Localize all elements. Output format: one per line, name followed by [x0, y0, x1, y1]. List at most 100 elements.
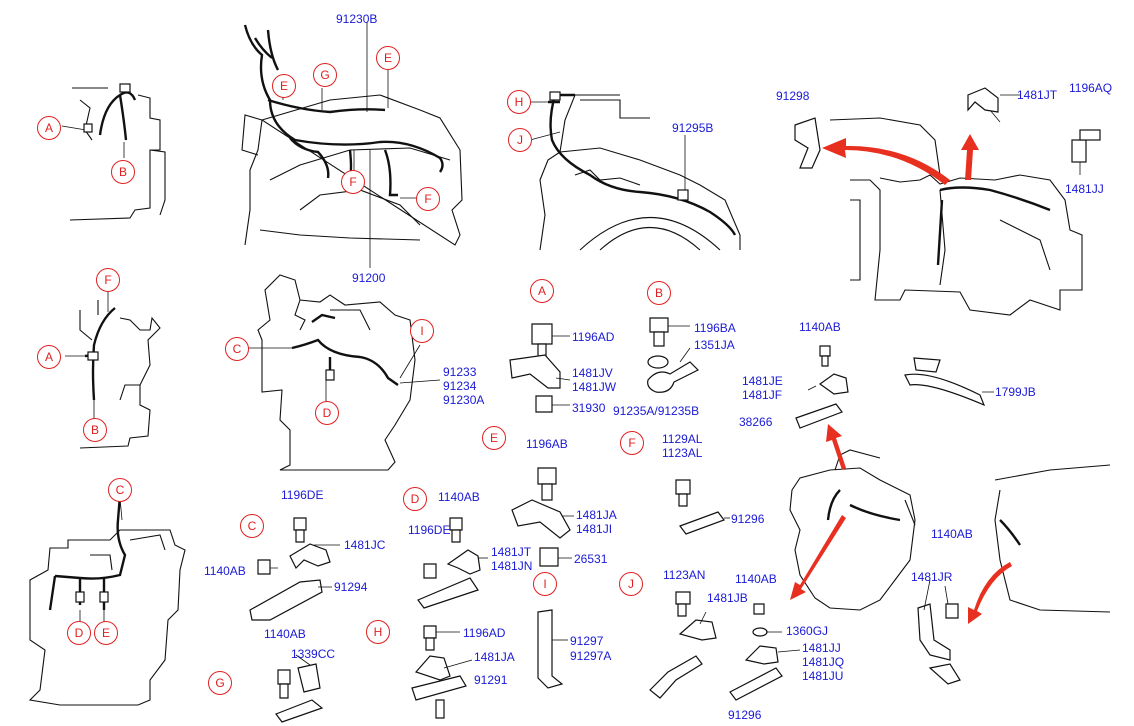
part-number-1129al: 1129AL — [662, 432, 703, 446]
part-number-1123al: 1123AL — [662, 446, 703, 460]
part-number-91297a: 91297A — [570, 649, 612, 663]
part-number-91233: 91233 — [443, 365, 477, 379]
part-number-31930: 31930 — [572, 401, 606, 415]
part-number-26531: 26531 — [574, 552, 608, 566]
part-number-1481ja: 1481JA — [474, 650, 515, 664]
engine-outline-left-bottom — [28, 494, 186, 706]
parts-group-c — [249, 517, 340, 621]
part-number-91296: 91296 — [728, 708, 762, 722]
parts-group-e — [511, 467, 574, 567]
parts-group-b — [647, 317, 700, 393]
parts-group-h — [411, 625, 473, 719]
part-number-1481je: 1481JE — [742, 374, 783, 388]
part-number-1140ab: 1140AB — [735, 572, 777, 586]
callout-e: E — [272, 74, 296, 98]
part-number-91230b: 91230B — [336, 12, 378, 26]
part-number-1481ja: 1481JA — [576, 508, 617, 522]
arrow-down-j — [790, 515, 846, 600]
arrow-up-right-mid — [826, 424, 846, 470]
part-number-1196ba: 1196BA — [694, 321, 736, 335]
part-number-91297: 91297 — [570, 634, 604, 648]
part-number-91235a-91235b: 91235A/91235B — [613, 404, 700, 418]
engine-outline-center-mid — [248, 274, 441, 471]
parts-group-a — [509, 323, 571, 413]
part-number-1196ad: 1196AD — [572, 330, 615, 344]
part-number-1351ja: 1351JA — [694, 338, 735, 352]
engine-outline-left-top — [61, 83, 166, 221]
callout-h: H — [507, 90, 531, 114]
callout-g: G — [313, 63, 337, 87]
callout-d: D — [315, 401, 339, 425]
callout-key-g: G — [208, 671, 232, 695]
parts-group-d — [417, 517, 488, 609]
part-number-1481jn: 1481JN — [491, 559, 533, 573]
callout-d: D — [67, 621, 91, 645]
engine-outline-top-right — [529, 91, 741, 251]
parts-group-right-mid — [795, 345, 994, 429]
part-number-1196ad: 1196AD — [463, 626, 506, 640]
part-number-91296: 91296 — [731, 512, 765, 526]
callout-f: F — [416, 187, 440, 211]
part-number-91295b: 91295B — [672, 121, 714, 135]
parts-group-g — [275, 654, 324, 723]
part-number-1140ab: 1140AB — [204, 564, 246, 578]
pointer-arrows — [790, 134, 1012, 624]
callout-f: F — [341, 170, 365, 194]
callout-b: B — [111, 160, 135, 184]
part-number-1481jf: 1481JF — [742, 388, 783, 402]
parts-group-bottom-right — [917, 579, 961, 685]
part-number-91298: 91298 — [776, 89, 810, 103]
part-number-91234: 91234 — [443, 379, 477, 393]
callout-c: C — [225, 337, 249, 361]
part-number-1481jj: 1481JJ — [1065, 182, 1104, 196]
part-number-1481jc: 1481JC — [344, 538, 386, 552]
part-number-1481ji: 1481JI — [576, 522, 613, 536]
callout-b: B — [83, 418, 107, 442]
callout-key-a: A — [530, 279, 554, 303]
part-number-1360gj: 1360GJ — [786, 624, 829, 638]
engine-outline-top-far-right — [794, 87, 1101, 316]
part-number-1481jt: 1481JT — [491, 545, 532, 559]
part-number-91200: 91200 — [352, 271, 386, 285]
callout-key-c: C — [240, 514, 264, 538]
callout-a: A — [37, 116, 61, 140]
part-number-1196de: 1196DE — [281, 488, 324, 502]
part-number-1140ab: 1140AB — [264, 627, 306, 641]
callout-e: E — [376, 46, 400, 70]
engine-outline-bottom-right — [789, 449, 1111, 613]
callout-key-f: F — [620, 431, 644, 455]
part-number-1481ju: 1481JU — [802, 669, 844, 683]
engine-outline-left-mid — [65, 292, 161, 449]
callout-key-d: D — [403, 487, 427, 511]
callout-key-b: B — [647, 281, 671, 305]
part-number-1481jv: 1481JV — [572, 366, 613, 380]
arrow-up-1481jt — [961, 134, 979, 180]
callout-c: C — [108, 478, 132, 502]
part-number-1799jb: 1799JB — [995, 385, 1036, 399]
parts-group-f — [675, 479, 730, 535]
part-number-1196aq: 1196AQ — [1069, 81, 1113, 95]
part-number-1196de: 1196DE — [408, 523, 451, 537]
part-number-91230a: 91230A — [443, 393, 485, 407]
callout-key-j: J — [619, 572, 643, 596]
part-number-1339cc: 1339CC — [291, 647, 336, 661]
part-number-1481jr: 1481JR — [911, 570, 953, 584]
part-number-1140ab: 1140AB — [799, 320, 841, 334]
part-number-1140ab: 1140AB — [438, 490, 480, 504]
part-number-1481jb: 1481JB — [707, 591, 748, 605]
arrow-to-91298 — [822, 138, 950, 185]
part-number-38266: 38266 — [739, 415, 773, 429]
part-number-1481jw: 1481JW — [572, 380, 617, 394]
part-number-91291: 91291 — [474, 673, 508, 687]
callout-key-i: I — [533, 572, 557, 596]
callout-j: J — [508, 128, 532, 152]
part-number-1140ab: 1140AB — [931, 527, 973, 541]
callout-key-e: E — [482, 426, 506, 450]
callout-f: F — [96, 268, 120, 292]
parts-group-i — [537, 609, 568, 689]
callout-key-h: H — [366, 620, 390, 644]
part-number-1196ab: 1196AB — [526, 437, 568, 451]
parts-group-j — [649, 591, 801, 701]
